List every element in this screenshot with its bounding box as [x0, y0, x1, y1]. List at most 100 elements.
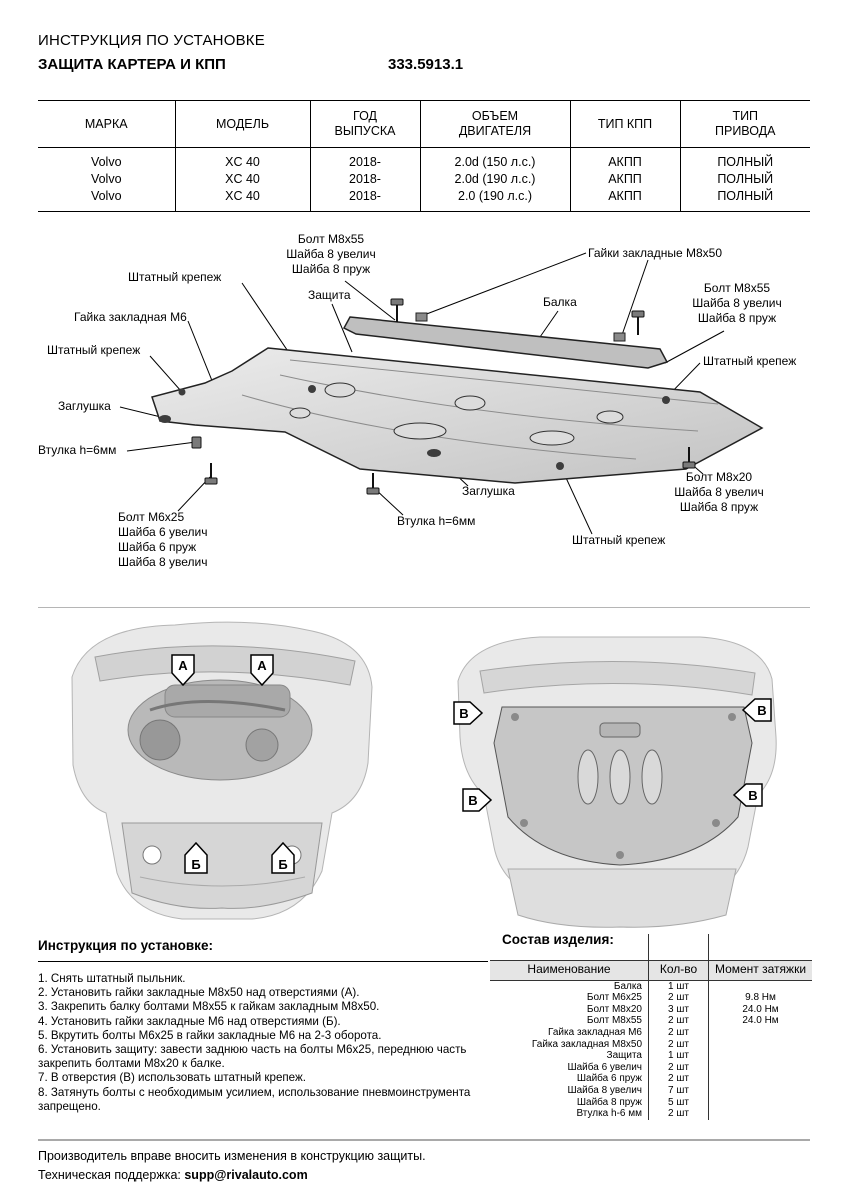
parts-col-qty: Кол-во — [648, 960, 708, 981]
part-torque — [708, 1073, 812, 1085]
spec-cell: ПОЛНЫЙ — [679, 187, 810, 212]
marker-a-2: А — [250, 654, 274, 687]
part-torque: 24.0 Нм — [708, 1015, 812, 1027]
beam-shape — [342, 312, 669, 369]
spec-row: Volvo XC 40 2018- 2.0d (190 л.с.) АКПП П… — [38, 170, 810, 188]
svg-text:Б: Б — [191, 857, 200, 872]
spec-col-marka: МАРКА — [84, 116, 128, 131]
part-torque — [708, 1038, 812, 1051]
label-bushing-bottom: Втулка h=6мм — [397, 514, 476, 528]
part-qty: 2 шт — [648, 1108, 708, 1120]
instruction-step: 2. Установить гайки закладные М8х50 над … — [38, 986, 360, 1000]
part-name: Шайба 6 пруж — [576, 1073, 642, 1085]
part-name: Болт М8х20 — [586, 1003, 642, 1015]
label-nut-m6: Гайка закладная М6 — [74, 310, 187, 324]
vehicle-spec-table: МАРКА МОДЕЛЬ ГОД ВЫПУСКА ОБЪЕМ ДВИГАТЕЛЯ… — [38, 100, 810, 212]
instruction-step: 4. Установить гайки закладные М6 над отв… — [38, 1014, 341, 1028]
part-qty: 2 шт — [648, 1061, 708, 1074]
label-stock-fastener-left: Штатный крепеж — [47, 343, 141, 357]
marker-b-2: Б — [271, 841, 295, 874]
spec-row: Volvo XC 40 2018- 2.0 (190 л.с.) АКПП ПО… — [38, 187, 810, 212]
marker-v-3: В — [462, 788, 493, 812]
marker-a-1: А — [171, 654, 195, 687]
label-bolt-m8x55-right: Болт М8х55 Шайба 8 увелич Шайба 8 пруж — [692, 281, 782, 325]
part-qty: 2 шт — [648, 1073, 708, 1085]
part-name: Гайка закладная М8х50 — [531, 1038, 642, 1050]
part-qty: 1 шт — [648, 1050, 708, 1062]
part-name: Шайба 8 увелич — [567, 1084, 642, 1096]
doc-header: ИНСТРУКЦИЯ ПО УСТАНОВКЕ ЗАЩИТА КАРТЕРА И… — [38, 32, 810, 76]
section-divider — [38, 607, 810, 608]
spec-row: Volvo XC 40 2018- 2.0d (150 л.с.) АКПП П… — [38, 147, 810, 171]
instructions-title: Инструкция по установке: — [38, 938, 213, 953]
marker-v-2: В — [741, 698, 772, 722]
label-stock-fastener-right: Штатный крепеж — [703, 354, 797, 368]
svg-text:В: В — [757, 703, 766, 718]
part-name: Балка — [613, 980, 642, 992]
part-number: 333.5913.1 — [388, 56, 464, 73]
footer-rule — [38, 1139, 810, 1141]
instruction-step: 5. Вкрутить болты М6х25 в гайки закладны… — [38, 1028, 382, 1042]
spec-cell: АКПП — [569, 170, 680, 188]
spec-cell: XC 40 — [174, 170, 310, 188]
spec-cell: ПОЛНЫЙ — [679, 147, 810, 171]
part-qty: 2 шт — [648, 1026, 708, 1039]
spec-cell: 2.0d (190 л.с.) — [419, 170, 570, 188]
spec-cell: ПОЛНЫЙ — [679, 170, 810, 188]
instruction-step: 3. Закрепить балку болтами М8х55 к гайка… — [38, 1000, 380, 1014]
parts-list: Состав изделия: Наименование Кол-во Моме… — [490, 932, 812, 1120]
spec-cell: АКПП — [569, 147, 680, 171]
part-qty: 2 шт — [648, 1015, 708, 1027]
spec-cell: АКПП — [569, 187, 680, 212]
spec-col-engine: ОБЪЕМ ДВИГАТЕЛЯ — [419, 100, 570, 148]
part-torque — [708, 1050, 812, 1062]
spec-cell: 2018- — [309, 170, 420, 188]
spec-col-year: ГОД ВЫПУСКА — [309, 100, 420, 148]
label-beam: Балка — [543, 295, 577, 309]
parts-col-name: Наименование — [490, 960, 648, 981]
footer-note: Производитель вправе вносить изменения в… — [38, 1149, 426, 1163]
spec-cell: XC 40 — [174, 187, 310, 212]
spec-col-gearbox: ТИП КПП — [569, 100, 680, 148]
spec-cell: XC 40 — [174, 147, 310, 171]
label-plug-bottom: Заглушка — [462, 484, 515, 498]
label-plug-left: Заглушка — [58, 399, 111, 413]
part-torque — [708, 1026, 812, 1039]
part-torque — [708, 1108, 812, 1120]
marker-v-4: В — [732, 783, 763, 807]
svg-text:В: В — [468, 793, 477, 808]
fasteners — [191, 298, 696, 495]
parts-title: Состав изделия: — [502, 932, 614, 947]
marker-b-1: Б — [184, 841, 208, 874]
footer-support: Техническая поддержка: supp@rivalauto.co… — [38, 1168, 308, 1182]
svg-text:Б: Б — [278, 857, 287, 872]
spec-cell: 2.0 (190 л.с.) — [419, 187, 570, 212]
spec-col-drive: ТИП ПРИВОДА — [679, 100, 810, 148]
support-email: supp@rivalauto.com — [184, 1168, 308, 1182]
marker-v-1: В — [453, 701, 484, 725]
installation-instructions: Инструкция по установке: 1. Снять штатны… — [38, 938, 488, 1114]
part-name: Гайка закладная М6 — [548, 1026, 642, 1038]
parts-title-spacer — [708, 934, 812, 960]
exploded-view-diagram — [119, 252, 764, 535]
instruction-step: 1. Снять штатный пыльник. — [38, 972, 186, 985]
spec-col-model: МОДЕЛЬ — [174, 100, 310, 148]
instruction-step: 8. Затянуть болты с необходимым усилием,… — [38, 1085, 471, 1113]
right-underbody-view: В В В В — [453, 636, 777, 928]
label-bolt-m8x20: Болт М8х20 Шайба 8 увелич Шайба 8 пруж — [674, 470, 764, 514]
part-name: Болт М8х55 — [586, 1015, 642, 1027]
svg-text:В: В — [459, 706, 468, 721]
part-torque — [708, 980, 812, 993]
part-qty: 3 шт — [648, 1003, 708, 1016]
left-underbody-view: А А Б Б — [71, 621, 373, 920]
part-name: Болт М6х25 — [586, 992, 642, 1004]
parts-col-torque: Момент затяжки — [708, 960, 812, 981]
label-bolt-m6x25: Болт М6х25 Шайба 6 увелич Шайба 6 пруж Ш… — [118, 510, 208, 569]
shield-plate-shape — [151, 347, 764, 484]
part-qty: 5 шт — [648, 1096, 708, 1109]
label-bolt-m8x55-top: Болт М8х55 Шайба 8 увелич Шайба 8 пруж — [286, 232, 376, 276]
svg-text:А: А — [257, 658, 267, 673]
doc-title: ИНСТРУКЦИЯ ПО УСТАНОВКЕ — [38, 32, 265, 49]
part-name: Защита — [606, 1050, 642, 1062]
